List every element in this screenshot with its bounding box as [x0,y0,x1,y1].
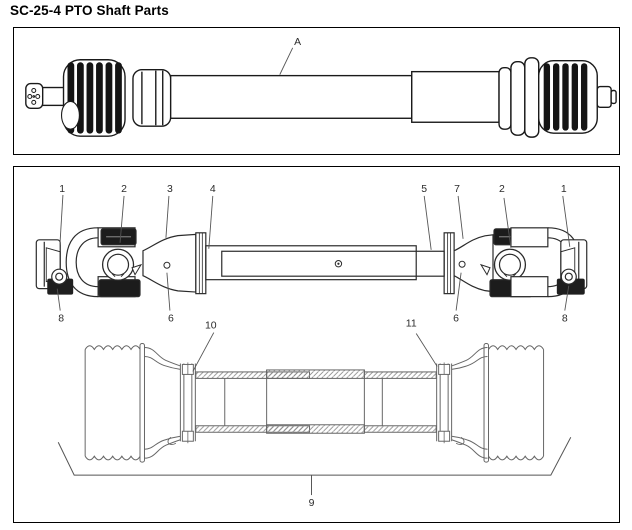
guard-bell-left-exploded [84,343,181,463]
guard-callout-bracket [57,437,572,496]
guard-bell-left [60,59,126,137]
callout-4: 4 [210,184,216,195]
guard-tube-overlap [266,369,365,434]
callout-a: A [294,37,301,48]
outer-tube [205,245,417,281]
callout-6-right: 6 [453,314,459,325]
callout-8-left: 8 [58,314,64,325]
guard-bell-right [538,60,598,134]
shaft-tube-large [411,70,500,123]
callout-1-left: 1 [59,184,65,195]
qd-pin-base-left [47,278,74,295]
callout-11: 11 [406,319,417,330]
qd-pin-right [560,268,577,285]
cross-bearing-kit-left [98,228,143,298]
tube-grease-hole [334,260,343,268]
exploded-driveline-art [35,227,588,298]
callout-1-right: 1 [561,184,567,195]
grease-hole-left [163,261,171,269]
outer-yoke-right [510,227,588,298]
stub-shaft-right [596,85,617,109]
bearing-ring-left [179,362,196,444]
qd-pin-left [51,268,68,285]
callout-3: 3 [167,184,173,195]
callout-8-right: 8 [562,314,568,325]
stub-shaft-left [25,82,67,110]
shaft-tube-small [169,74,413,119]
callout-leader-lines [56,194,571,372]
callout-9: 9 [309,498,315,509]
callout-6-left: 6 [168,314,174,325]
callout-2-right: 2 [499,184,505,195]
guard-assembly-art [57,343,572,496]
callout-labels: 1 2 3 4 5 7 2 1 8 6 6 8 10 11 9 [58,184,568,509]
callout-7: 7 [454,184,460,195]
parts-diagram-panel: 1 2 3 4 5 7 2 1 8 6 6 8 10 11 9 [13,166,620,523]
assembled-shaft-drawing: A [25,37,617,138]
bearing-ring-right [436,362,453,444]
guard-tube-right [363,371,437,433]
exploded-parts-drawing: 1 2 3 4 5 7 2 1 8 6 6 8 10 11 9 [35,184,588,509]
callout-10: 10 [205,321,217,332]
guard-bell-right-exploded [451,343,545,463]
assembled-shaft-panel: A [13,27,620,155]
inner-tube [221,250,445,277]
guard-cone-collar-left [132,68,172,127]
guard-tube-left [195,371,311,433]
callout-5: 5 [421,184,427,195]
guard-cone-collar-right [498,57,540,138]
tube-yoke-left [142,232,207,295]
grease-hole-right [458,260,466,268]
callout-2-left: 2 [121,184,127,195]
tube-yoke-right [443,232,494,295]
callout-a-leader [279,47,294,75]
assembled-shaft-art [25,57,617,138]
page-title: SC-25-4 PTO Shaft Parts [10,3,169,18]
